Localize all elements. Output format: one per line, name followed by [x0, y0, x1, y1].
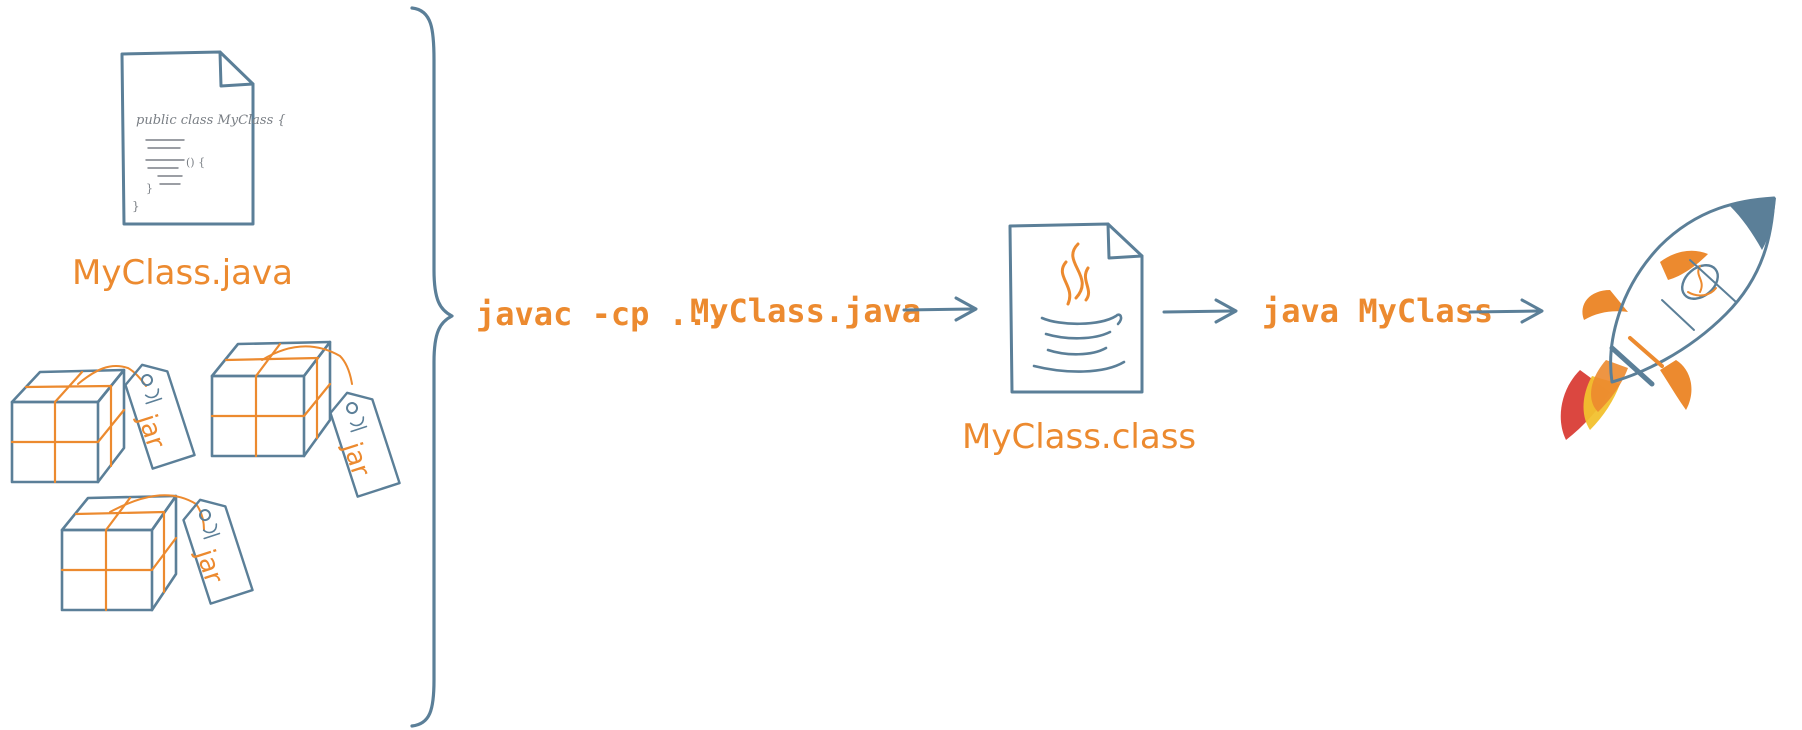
jar-package-2 — [210, 340, 353, 458]
source-code-close-outer: } — [132, 199, 140, 213]
jar-tag-2-label: jar — [336, 438, 375, 481]
rocket-icon — [1560, 196, 1776, 440]
java-coffee-icon — [1032, 242, 1126, 373]
jar-package-1 — [10, 365, 147, 484]
run-command: java MyClass — [1262, 292, 1493, 330]
jar-tag-3: jar — [182, 498, 254, 605]
arrow-run-to-rocket — [1468, 298, 1544, 324]
source-code-inner: () { — [186, 156, 205, 169]
compile-command-source: MyClass.java — [690, 292, 921, 330]
jar-tag-1: jar — [124, 363, 196, 470]
class-file-document-icon — [1008, 222, 1144, 394]
source-file-label: MyClass.java — [72, 253, 293, 293]
source-code-line: public class MyClass { — [136, 113, 286, 128]
compile-command-javac: javac -cp ... — [476, 295, 726, 333]
jar-package-3 — [60, 494, 205, 612]
arrow-class-to-run — [1162, 298, 1238, 324]
jar-tag-2: jar — [329, 391, 401, 498]
jar-tag-1-label: jar — [131, 410, 170, 453]
arrow-compile-to-class — [902, 296, 978, 322]
class-file-label: MyClass.class — [962, 417, 1196, 457]
source-file-document-icon: public class MyClass { () { } } — [120, 50, 286, 226]
grouping-brace — [410, 6, 454, 728]
source-code-close-inner: } — [146, 182, 153, 195]
jar-tag-3-label: jar — [189, 545, 228, 588]
